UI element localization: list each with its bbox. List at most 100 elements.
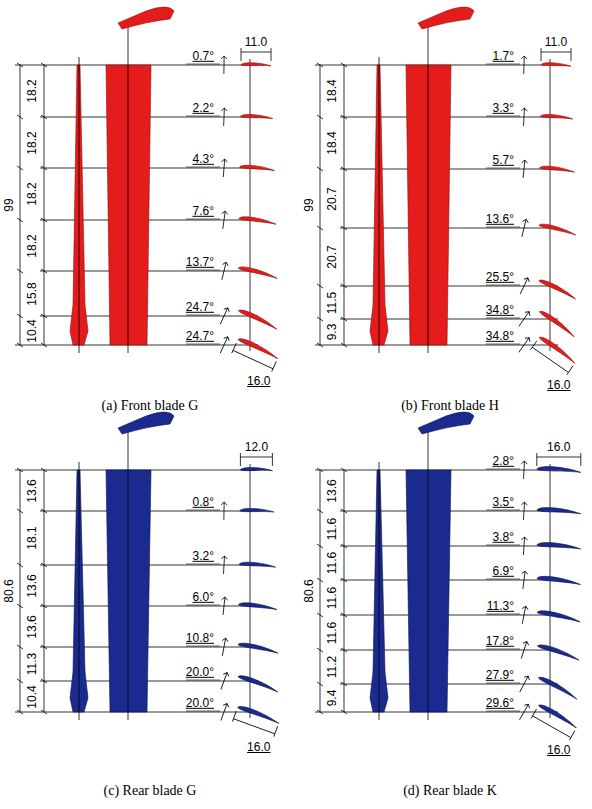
dimension-tick [17, 468, 23, 472]
chord-dimension-line [240, 457, 272, 458]
station-line [40, 647, 258, 648]
chord-dimension: 16.0 [547, 744, 570, 757]
angle-arrow [221, 108, 227, 111]
angle-mark [218, 307, 231, 326]
blade-profile-group [240, 468, 272, 471]
chord-extension [274, 726, 278, 736]
angle-arrow [522, 219, 529, 223]
blade-profile [539, 222, 577, 235]
segment-dimension: 13.6 [26, 574, 39, 597]
stacking-line [428, 23, 429, 353]
dimension-line [44, 470, 45, 712]
segment-dimension: 15.8 [26, 282, 39, 305]
blade-profile-group [541, 62, 571, 66]
dimension-tick [341, 226, 347, 230]
chord-dimension-group [531, 709, 575, 740]
angle-arrow [525, 310, 532, 316]
angle-arrow [522, 606, 528, 610]
angle-mark [521, 461, 528, 479]
angle-leader [186, 510, 220, 511]
angle-mark [520, 571, 528, 590]
dimension-tick [41, 710, 47, 714]
stagger-angle: 13.7° [186, 256, 214, 269]
dimension-tick [341, 284, 347, 288]
profile-axis [550, 59, 551, 351]
angle-leg [520, 278, 528, 294]
blade-profile [538, 703, 578, 728]
dimension-tick [17, 509, 23, 513]
blade-profile-group [539, 335, 578, 364]
station-line [340, 615, 558, 616]
angle-leg [523, 160, 525, 178]
stagger-angle: 20.0° [186, 697, 214, 710]
overall-span-dimension: 99 [303, 198, 316, 211]
angle-leg [522, 606, 526, 624]
center-line [79, 57, 80, 353]
station-line [40, 271, 258, 272]
blade-profile-group [537, 609, 581, 622]
chord-dimension: 16.0 [547, 441, 570, 454]
blade-profile [537, 542, 581, 549]
station-line [340, 650, 558, 651]
dimension-tick [17, 314, 23, 318]
blade-profile [539, 309, 576, 337]
stagger-angle: 17.8° [486, 635, 514, 648]
segment-dimension: 18.2 [26, 234, 39, 257]
blade-tip-icon [118, 412, 174, 434]
segment-dimension: 13.6 [26, 479, 39, 502]
panel-caption: (c) Rear blade G [104, 783, 197, 798]
stagger-angle: 34.8° [486, 304, 514, 317]
dimension-line [344, 65, 345, 345]
angle-arrow [524, 703, 531, 709]
angle-leg [523, 108, 524, 126]
blade-profile [240, 114, 273, 118]
chord-extension [272, 362, 277, 372]
segment-dimension: 11.5 [326, 291, 339, 313]
dimension-tick [341, 613, 347, 617]
angle-arrow [524, 277, 531, 282]
blade-profile-group [238, 308, 278, 330]
dimension-tick [317, 63, 323, 67]
segment-dimension: 10.4 [26, 319, 39, 342]
stagger-angle: 27.9° [486, 669, 514, 682]
stacking-line [128, 23, 129, 353]
chord-extension [580, 453, 581, 466]
angle-leg [523, 571, 525, 589]
segment-dimension: 9.3 [326, 324, 339, 341]
extension-line [315, 470, 340, 471]
dimension-tick [317, 226, 323, 230]
dimension-tick [17, 218, 23, 222]
segment-dimension: 18.2 [26, 182, 39, 205]
dimension-tick [17, 710, 23, 714]
blade-profile [238, 602, 277, 610]
dimension-tick [41, 63, 47, 67]
blade-profile-group [537, 575, 581, 585]
segment-dimension: 11.6 [326, 621, 339, 643]
stacking-line [428, 428, 429, 720]
dimension-tick [41, 218, 47, 222]
angle-leader [186, 711, 220, 712]
angle-mark [520, 160, 528, 179]
blade-profile-group [238, 602, 277, 610]
dimension-tick [317, 509, 323, 513]
segment-dimension: 18.4 [326, 79, 339, 102]
dimension-tick [317, 343, 323, 347]
blade-profile [239, 562, 276, 568]
angle-arrow [223, 672, 230, 677]
blade-profile-group [240, 508, 274, 512]
stagger-angle: 1.7° [493, 50, 514, 63]
angle-leg [220, 337, 228, 353]
angle-arrow [221, 56, 227, 59]
blade-profile-group [539, 309, 576, 337]
segment-dimension: 11.6 [326, 586, 339, 608]
blade-profile [541, 62, 571, 66]
overall-span-dimension: 80.6 [3, 579, 16, 602]
angle-leader [186, 270, 220, 271]
angle-mark [218, 672, 230, 691]
dimension-tick [341, 115, 347, 119]
blade-profile-group [240, 114, 273, 118]
extension-line [15, 65, 40, 66]
angle-mark [517, 675, 531, 694]
angle-mark [517, 703, 531, 722]
chord-extension [531, 341, 537, 350]
